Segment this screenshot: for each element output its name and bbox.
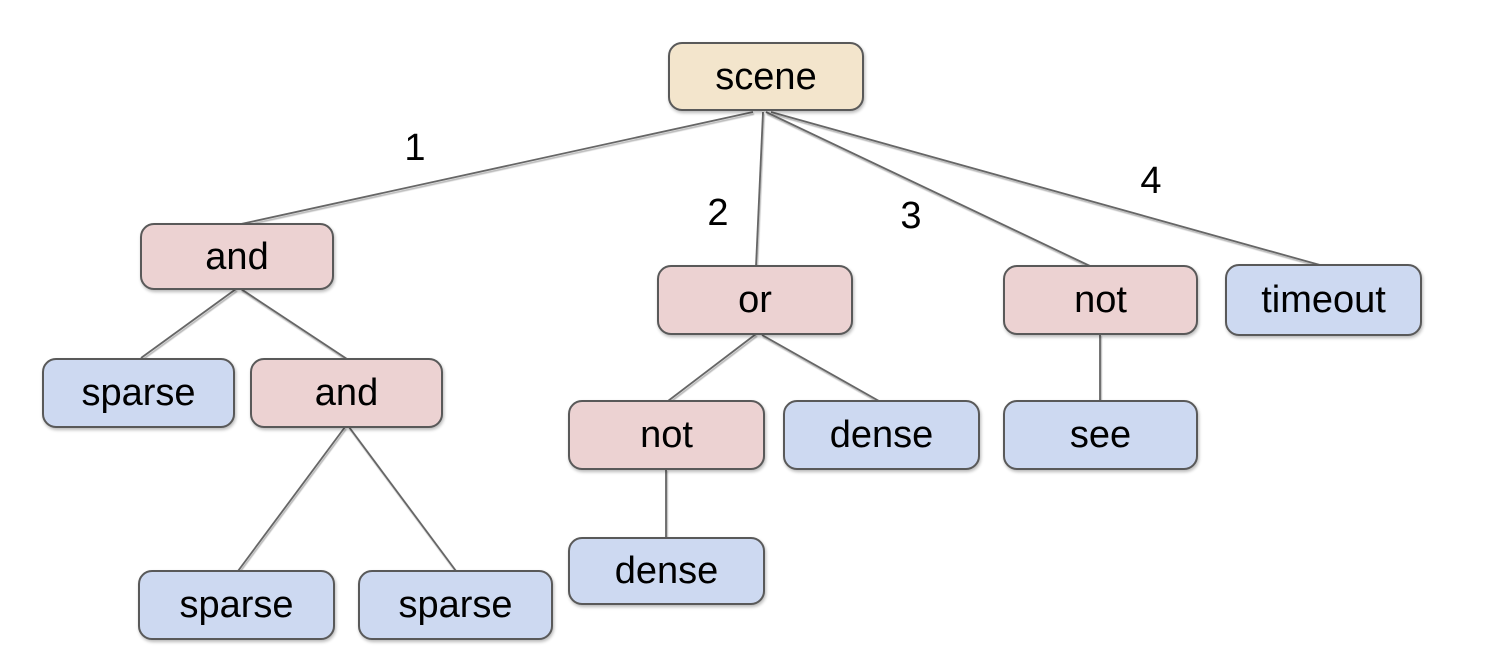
node-or-1: or xyxy=(657,265,853,335)
edge-scene-or-1 xyxy=(755,111,764,267)
node-and-1: and xyxy=(140,223,334,290)
edge-scene-and-1 xyxy=(240,111,754,225)
edge-or-1-dense-1 xyxy=(761,334,880,402)
edge-scene-not-1 xyxy=(765,111,1091,267)
node-sparse-1: sparse xyxy=(42,358,235,428)
edge-and-1-and-2 xyxy=(240,288,348,360)
edge-label-3: 3 xyxy=(900,195,922,237)
node-dense-1: dense xyxy=(783,400,980,470)
node-dense-2: dense xyxy=(568,537,765,605)
edge-and-2-sparse-2 xyxy=(237,426,346,572)
edge-and-1-sparse-1 xyxy=(140,288,237,359)
edge-or-1-not-2 xyxy=(667,333,757,402)
edge-label-4: 4 xyxy=(1140,160,1162,202)
node-not-2: not xyxy=(568,400,765,470)
node-not-1: not xyxy=(1003,265,1198,335)
node-sparse-2: sparse xyxy=(138,570,335,640)
edge-label-1: 1 xyxy=(404,127,426,169)
node-scene: scene xyxy=(668,42,864,111)
edge-scene-timeout xyxy=(770,111,1321,266)
edge-label-2: 2 xyxy=(707,192,729,234)
node-see: see xyxy=(1003,400,1198,470)
node-sparse-3: sparse xyxy=(358,570,553,640)
node-and-2: and xyxy=(250,358,443,428)
node-timeout: timeout xyxy=(1225,264,1422,336)
edge-and-2-sparse-3 xyxy=(348,426,457,572)
